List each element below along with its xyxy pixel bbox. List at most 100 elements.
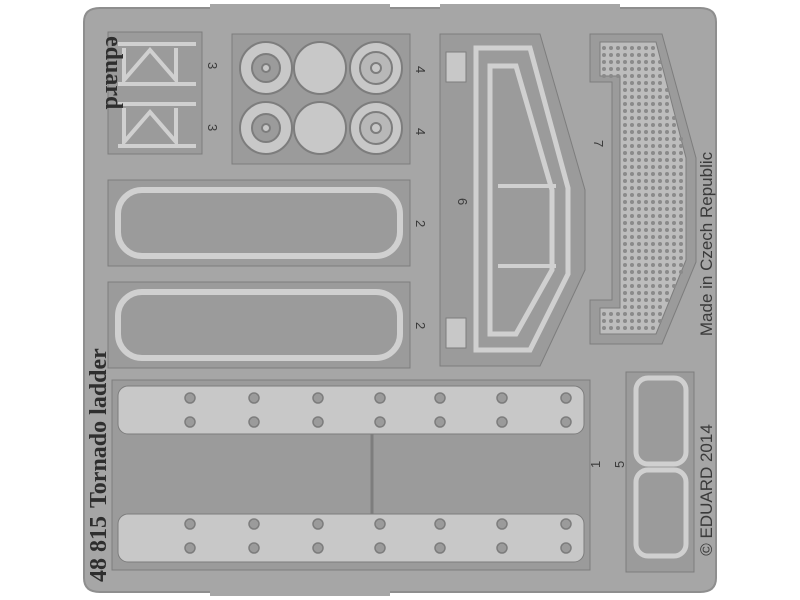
mesh-perforation	[630, 193, 634, 197]
part-number-oval-bottom: 2	[413, 322, 428, 329]
mesh-perforation	[637, 312, 641, 316]
mesh-perforation	[630, 277, 634, 281]
mesh-perforation	[679, 263, 683, 267]
mesh-perforation	[609, 67, 613, 71]
mesh-perforation	[679, 144, 683, 148]
mesh-perforation	[637, 109, 641, 113]
part-1-ladder	[111, 379, 591, 571]
mesh-perforation	[623, 312, 627, 316]
mesh-perforation	[651, 179, 655, 183]
ladder-rivet-hole	[248, 542, 260, 554]
mesh-perforation	[637, 102, 641, 106]
mesh-perforation	[623, 130, 627, 134]
mesh-perforation	[630, 67, 634, 71]
mesh-perforation	[651, 172, 655, 176]
mesh-perforation	[644, 151, 648, 155]
mesh-perforation	[637, 123, 641, 127]
mesh-perforation	[651, 207, 655, 211]
mesh-perforation	[644, 109, 648, 113]
mesh-perforation	[637, 165, 641, 169]
mesh-perforation	[623, 263, 627, 267]
sprue-tab	[440, 4, 620, 10]
mesh-perforation	[658, 130, 662, 134]
mesh-perforation	[637, 270, 641, 274]
mesh-perforation	[630, 81, 634, 85]
part-number-frame: 6	[455, 198, 470, 205]
ladder-rivet-hole	[374, 518, 386, 530]
mesh-perforation	[665, 284, 669, 288]
mesh-perforation	[630, 151, 634, 155]
mesh-perforation	[665, 193, 669, 197]
ladder-rivet-hole	[560, 542, 572, 554]
mesh-perforation	[651, 298, 655, 302]
mesh-perforation	[644, 81, 648, 85]
ladder-rivet-hole	[312, 416, 324, 428]
mesh-perforation	[651, 116, 655, 120]
mesh-perforation	[679, 158, 683, 162]
mesh-perforation	[679, 207, 683, 211]
mesh-perforation	[658, 116, 662, 120]
mesh-perforation	[623, 256, 627, 260]
mesh-perforation	[637, 116, 641, 120]
mesh-perforation	[616, 319, 620, 323]
mesh-perforation	[637, 53, 641, 57]
mesh-perforation	[658, 291, 662, 295]
mesh-perforation	[651, 67, 655, 71]
ladder-rivet-hole	[248, 392, 260, 404]
mesh-perforation	[665, 137, 669, 141]
mesh-perforation	[672, 179, 676, 183]
mesh-perforation	[630, 46, 634, 50]
mesh-perforation	[644, 200, 648, 204]
mesh-perforation	[672, 137, 676, 141]
mesh-perforation	[623, 158, 627, 162]
ladder-rivet-hole	[496, 542, 508, 554]
mesh-perforation	[644, 242, 648, 246]
mesh-perforation	[651, 312, 655, 316]
mesh-perforation	[658, 284, 662, 288]
mesh-perforation	[651, 305, 655, 309]
mesh-perforation	[623, 74, 627, 78]
mesh-perforation	[644, 186, 648, 190]
mesh-perforation	[630, 53, 634, 57]
mesh-perforation	[630, 179, 634, 183]
mesh-perforation	[651, 228, 655, 232]
mesh-perforation	[658, 305, 662, 309]
mesh-perforation	[658, 228, 662, 232]
mesh-perforation	[644, 326, 648, 330]
mesh-perforation	[630, 88, 634, 92]
mesh-perforation	[658, 235, 662, 239]
mesh-perforation	[623, 326, 627, 330]
mesh-perforation	[665, 130, 669, 134]
mesh-perforation	[637, 263, 641, 267]
mesh-perforation	[672, 235, 676, 239]
mesh-perforation	[665, 228, 669, 232]
ladder-rivet-hole	[434, 392, 446, 404]
mesh-perforation	[644, 207, 648, 211]
mesh-perforation	[651, 186, 655, 190]
copyright-text: © EDUARD 2014	[697, 424, 716, 556]
mesh-perforation	[630, 298, 634, 302]
mesh-perforation	[623, 319, 627, 323]
mesh-perforation	[623, 221, 627, 225]
mesh-perforation	[623, 95, 627, 99]
mesh-perforation	[651, 242, 655, 246]
mesh-perforation	[679, 214, 683, 218]
ladder-rivet-hole	[560, 392, 572, 404]
ladder-rivet-hole	[560, 518, 572, 530]
part-3-struts	[107, 31, 203, 155]
ladder-rivet-hole	[496, 518, 508, 530]
mesh-perforation	[630, 102, 634, 106]
ladder-rivet-hole	[374, 392, 386, 404]
mesh-perforation	[658, 263, 662, 267]
mesh-perforation	[644, 60, 648, 64]
mesh-perforation	[679, 242, 683, 246]
sprue-tab	[210, 4, 390, 10]
mesh-perforation	[658, 298, 662, 302]
mesh-perforation	[679, 270, 683, 274]
mesh-perforation	[637, 88, 641, 92]
mesh-perforation	[665, 109, 669, 113]
mesh-perforation	[630, 228, 634, 232]
mesh-perforation	[637, 74, 641, 78]
mesh-perforation	[672, 151, 676, 155]
